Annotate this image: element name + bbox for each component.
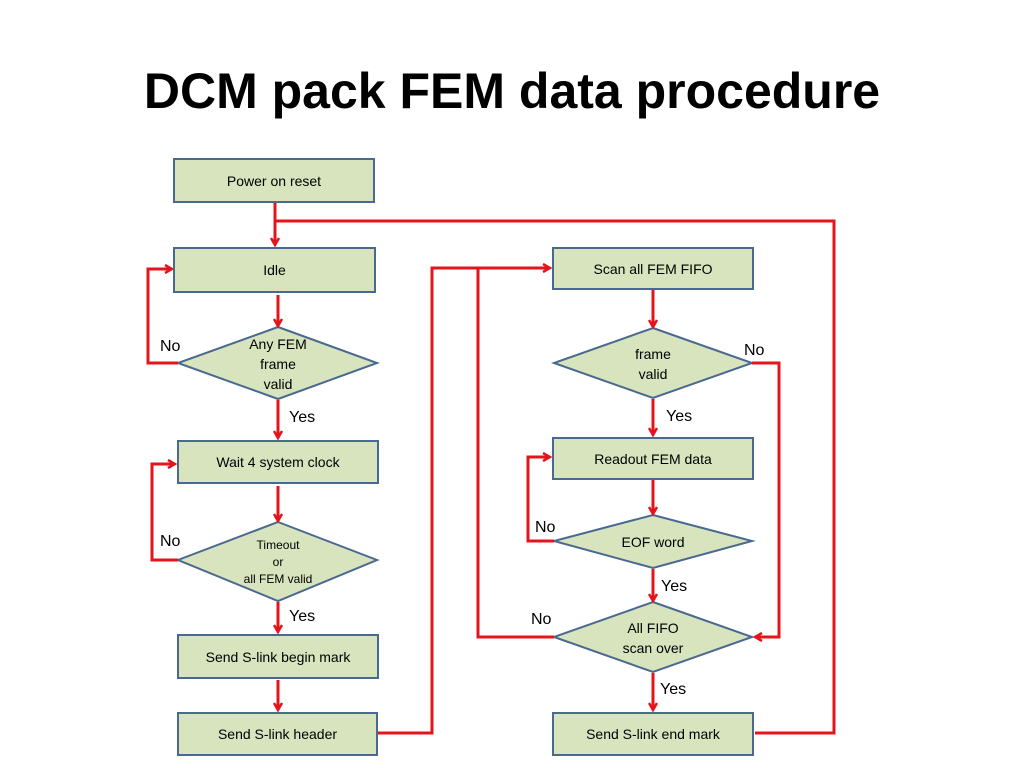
label-no: No <box>535 519 556 536</box>
decision-any-fem-valid: Any FEM frame valid <box>249 336 307 392</box>
label-yes: Yes <box>660 681 687 698</box>
idle-box: Idle <box>173 247 376 293</box>
arrow-endmark-to-idle <box>275 219 836 735</box>
send-begin-mark-box: Send S-link begin mark <box>177 634 379 679</box>
label-no: No <box>160 533 181 550</box>
decision-eof-word: EOF word <box>621 534 685 550</box>
loop-eof-no <box>526 457 554 543</box>
send-header-box: Send S-link header <box>177 712 378 756</box>
decision-frame-valid-shape <box>550 326 756 400</box>
path-frame-no <box>752 361 781 637</box>
label-yes: Yes <box>289 409 316 426</box>
decision-eof-word-shape <box>550 513 756 570</box>
decision-frame-valid: frame valid <box>635 346 671 382</box>
scan-fifo-box: Scan all FEM FIFO <box>552 247 754 290</box>
label-no: No <box>160 338 181 355</box>
decision-timeout-shape <box>175 520 380 603</box>
label-yes: Yes <box>661 578 688 595</box>
label-yes: Yes <box>666 408 693 425</box>
decision-any-fem-valid-shape <box>175 325 380 401</box>
decision-all-fifo-scan: All FIFO scan over <box>622 620 684 656</box>
decision-all-fifo-shape <box>550 600 756 674</box>
label-no: No <box>744 342 765 359</box>
loop-timeout-no <box>150 464 178 562</box>
arrow-header-to-scan <box>378 268 550 735</box>
label-yes: Yes <box>289 608 316 625</box>
decision-timeout: Timeout or all FEM valid <box>243 537 313 586</box>
send-end-mark-box: Send S-link end mark <box>552 712 754 756</box>
readout-box: Readout FEM data <box>552 437 754 480</box>
loop-allfifo-no <box>476 268 554 639</box>
power-on-reset-box: Power on reset <box>173 158 375 203</box>
loop-anyfem-no <box>146 269 178 365</box>
wait-clock-box: Wait 4 system clock <box>177 440 379 484</box>
label-no: No <box>531 611 552 628</box>
page-title: DCM pack FEM data procedure <box>143 63 881 119</box>
